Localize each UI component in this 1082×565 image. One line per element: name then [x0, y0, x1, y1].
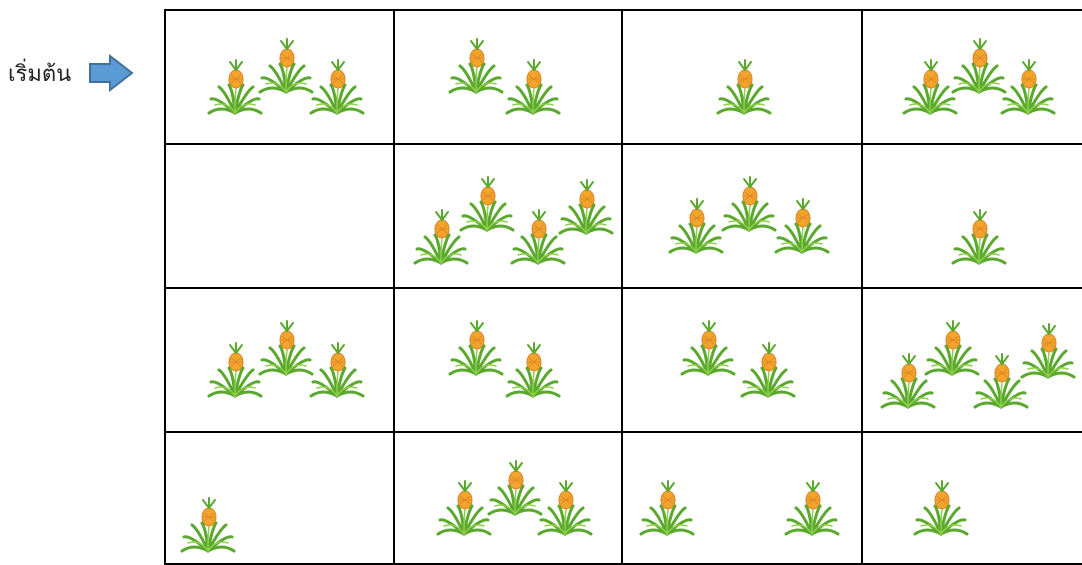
grid-cell-r3-c2 — [393, 287, 623, 433]
grid-cell-r1-c4 — [861, 9, 1082, 145]
pineapple-plant-icon — [537, 476, 593, 538]
pineapple-plant-icon — [668, 194, 724, 256]
grid-cell-r1-c2 — [393, 9, 623, 145]
pineapple-plant-icon — [448, 316, 504, 378]
grid-cell-r4-c2 — [393, 431, 623, 565]
pineapple-plant-icon — [913, 476, 969, 538]
grid-cell-r2-c1 — [164, 143, 395, 289]
pineapple-plant-icon — [924, 316, 980, 378]
grid-cell-r2-c2 — [393, 143, 623, 289]
pineapple-plant-icon — [180, 493, 236, 555]
pineapple-plant-icon — [258, 34, 314, 96]
right-arrow-icon — [88, 54, 134, 92]
pineapple-plant-icon — [740, 338, 796, 400]
pineapple-plant-icon — [951, 205, 1007, 267]
pineapple-plant-icon — [721, 172, 777, 234]
pineapple-plant-icon — [309, 338, 365, 400]
pineapple-plant-icon — [639, 476, 695, 538]
grid-cell-r2-c3 — [621, 143, 863, 289]
pineapple-plant-icon — [680, 316, 736, 378]
pineapple-plant-icon — [558, 175, 614, 237]
grid-cell-r3-c1 — [164, 287, 395, 433]
grid-cell-r1-c3 — [621, 9, 863, 145]
grid-cell-r3-c4 — [861, 287, 1082, 433]
grid-cell-r1-c1 — [164, 9, 395, 145]
pineapple-plant-icon — [784, 476, 840, 538]
grid-cell-r3-c3 — [621, 287, 863, 433]
pineapple-plant-icon — [1000, 55, 1056, 117]
pineapple-plant-icon — [487, 456, 543, 518]
pineapple-plant-icon — [505, 338, 561, 400]
grid-cell-r2-c4 — [861, 143, 1082, 289]
start-label: เริ่มต้น — [8, 56, 71, 91]
pineapple-plant-icon — [902, 55, 958, 117]
grid-cell-r4-c3 — [621, 431, 863, 565]
pineapple-plant-icon — [1020, 319, 1076, 381]
pineapple-plant-icon — [436, 476, 492, 538]
pineapple-plant-icon — [716, 55, 772, 117]
pineapple-plant-icon — [448, 34, 504, 96]
grid-cell-r4-c4 — [861, 431, 1082, 565]
pineapple-plant-icon — [207, 338, 263, 400]
pineapple-plant-icon — [951, 34, 1007, 96]
pineapple-plant-icon — [505, 55, 561, 117]
grid-cell-r4-c1 — [164, 431, 395, 565]
pineapple-plant-icon — [207, 55, 263, 117]
pineapple-plant-icon — [774, 194, 830, 256]
pineapple-plant-icon — [459, 172, 515, 234]
pineapple-plant-icon — [258, 316, 314, 378]
pineapple-grid — [164, 9, 1082, 563]
pineapple-plant-icon — [309, 55, 365, 117]
